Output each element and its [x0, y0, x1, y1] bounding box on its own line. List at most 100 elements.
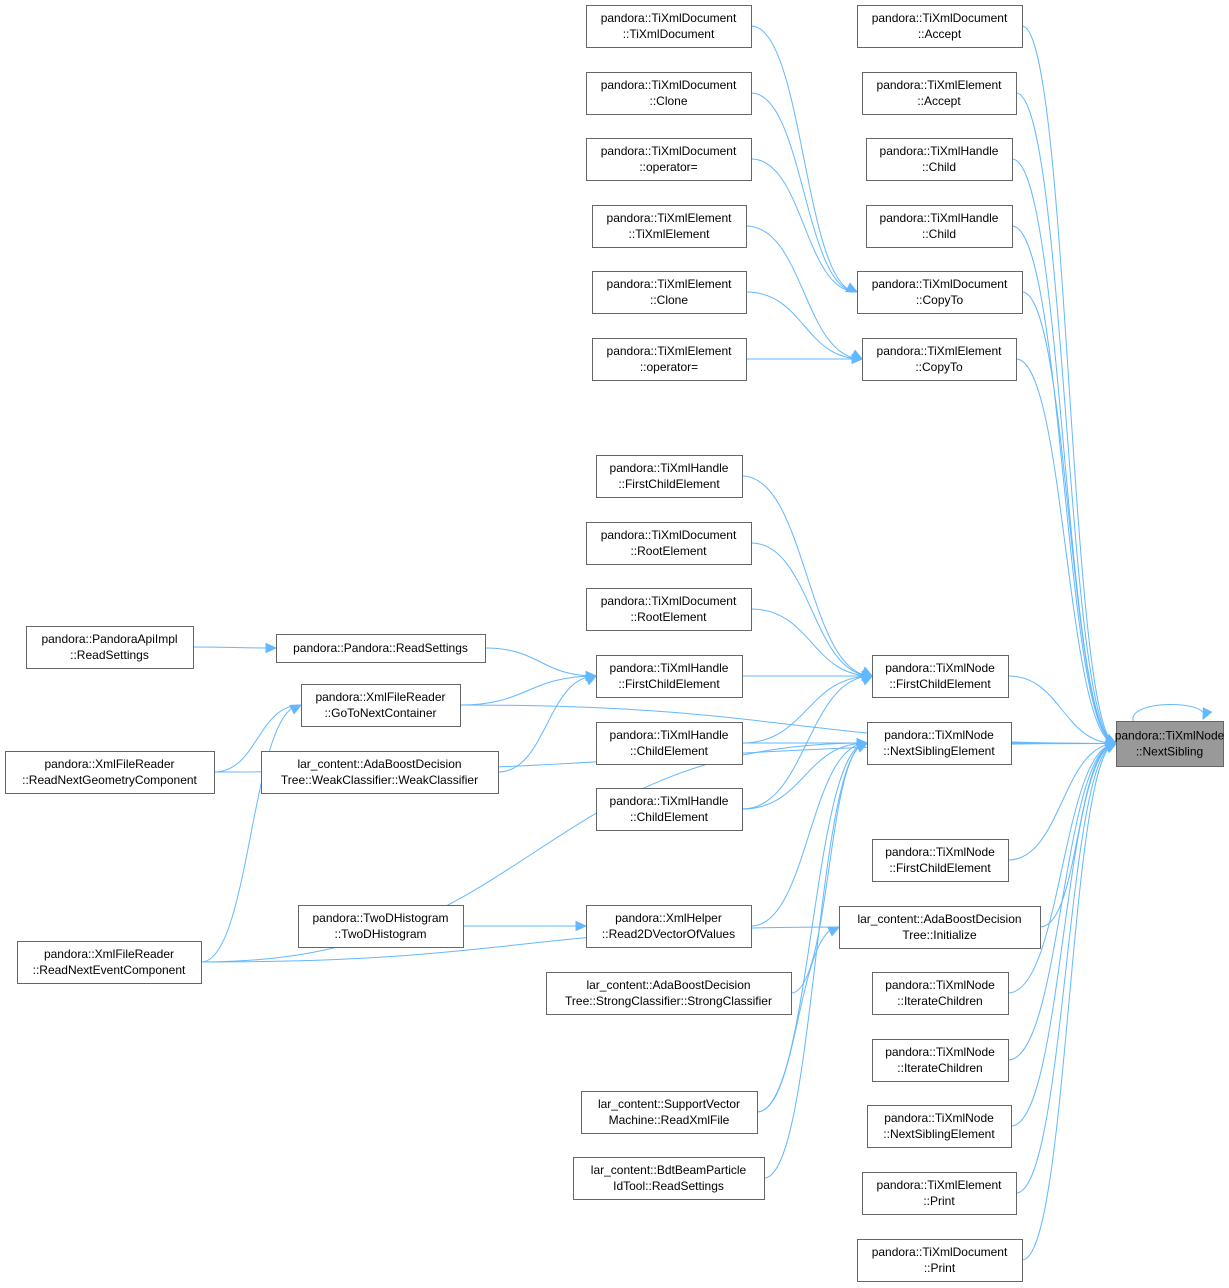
node-pandora-tixmlhandle-child[interactable]: pandora::TiXmlHandle::Child — [866, 138, 1013, 181]
node-pandora-tixmlhandle-firstchildelement[interactable]: pandora::TiXmlHandle::FirstChildElement — [596, 655, 743, 698]
edge-line — [200, 704, 302, 963]
edge-arrowhead — [1104, 742, 1118, 753]
node-label-line: ::Read2DVectorOfValues — [602, 927, 735, 941]
node-label-line: pandora::TiXmlNode — [884, 1111, 994, 1125]
node-pandora-tixmlelement-tixmlelement[interactable]: pandora::TiXmlElement::TiXmlElement — [592, 205, 747, 248]
node-pandora-tixmlelement-print[interactable]: pandora::TiXmlElement::Print — [862, 1172, 1017, 1215]
edge-arrowhead — [1202, 707, 1213, 721]
node-pandora-xmlfilereader-readnextgeometrycomponent[interactable]: pandora::XmlFileReader::ReadNextGeometry… — [5, 751, 215, 794]
node-pandora-tixmldocument-copyto[interactable]: pandora::TiXmlDocument::CopyTo — [857, 271, 1023, 314]
edge-n24-to-n13 — [741, 675, 874, 744]
node-lar-content-adaboostdecision-tree-weakclassifier-weakclassifier[interactable]: lar_content::AdaBoostDecisionTree::WeakC… — [261, 751, 499, 794]
edge-line — [750, 92, 858, 293]
edge-line — [741, 675, 873, 744]
node-pandora-tixmlelement-clone[interactable]: pandora::TiXmlElement::Clone — [592, 271, 747, 314]
edge-line — [741, 475, 873, 677]
node-pandora-tixmlhandle-childelement[interactable]: pandora::TiXmlHandle::ChildElement — [596, 788, 743, 831]
node-box — [867, 1105, 1012, 1148]
node-pandora-xmlfilereader-gotonextcontainer[interactable]: pandora::XmlFileReader::GoToNextContaine… — [301, 684, 461, 727]
node-pandora-pandoraapiimpl-readsettings[interactable]: pandora::PandoraApiImpl::ReadSettings — [26, 626, 194, 669]
node-label-line: ::RootElement — [630, 544, 707, 558]
node-pandora-tixmldocument-tixmldocument[interactable]: pandora::TiXmlDocument::TiXmlDocument — [586, 5, 752, 48]
node-label-line: pandora::TiXmlDocument — [601, 528, 737, 542]
node-label-line: pandora::XmlFileReader — [44, 947, 174, 961]
node-label-line: pandora::TiXmlDocument — [872, 11, 1008, 25]
edge-line — [1132, 704, 1205, 724]
edge-line — [213, 704, 302, 773]
node-label-line: ::NextSiblingElement — [883, 744, 995, 758]
edge-line — [1011, 158, 1117, 744]
node-label-line: ::ReadNextGeometryComponent — [22, 773, 197, 787]
node-pandora-tixmlnode-nextsibling[interactable]: pandora::TiXmlNode::NextSibling — [1115, 721, 1225, 767]
edge-n0-to-n0 — [1132, 704, 1213, 724]
edge-n6-to-n5 — [750, 25, 859, 293]
node-lar-content-bdtbeamparticle-idtool-readsettings[interactable]: lar_content::BdtBeamParticleIdTool::Read… — [573, 1157, 765, 1200]
edge-n3-to-n0 — [1011, 158, 1118, 745]
node-pandora-tixmlhandle-firstchildelement[interactable]: pandora::TiXmlHandle::FirstChildElement — [596, 455, 743, 498]
edge-line — [1007, 743, 1117, 1061]
node-label-line: ::ReadNextEventComponent — [33, 963, 186, 977]
node-box — [586, 138, 752, 181]
edge-n12-to-n9 — [746, 353, 864, 365]
edge-n28-to-n27 — [463, 920, 588, 932]
node-pandora-xmlfilereader-readnexteventcomponent[interactable]: pandora::XmlFileReader::ReadNextEventCom… — [17, 941, 202, 984]
node-label-line: pandora::TiXmlHandle — [610, 794, 729, 808]
node-pandora-pandora-readsettings[interactable]: pandora::Pandora::ReadSettings — [276, 634, 486, 663]
node-pandora-tixmlelement-copyto[interactable]: pandora::TiXmlElement::CopyTo — [862, 338, 1017, 381]
node-box — [546, 972, 792, 1015]
node-pandora-tixmlhandle-child[interactable]: pandora::TiXmlHandle::Child — [866, 205, 1013, 248]
node-pandora-tixmlnode-nextsiblingelement[interactable]: pandora::TiXmlNode::NextSiblingElement — [867, 1105, 1012, 1148]
node-label-line: pandora::TiXmlDocument — [872, 1245, 1008, 1259]
node-label-line: ::NextSibling — [1136, 745, 1203, 759]
node-pandora-tixmldocument-operator[interactable]: pandora::TiXmlDocument::operator= — [586, 138, 752, 181]
node-label-line: ::operator= — [639, 160, 697, 174]
node-box — [586, 5, 752, 48]
node-label-line: ::NextSiblingElement — [883, 1127, 995, 1141]
node-pandora-tixmlnode-iteratechildren[interactable]: pandora::TiXmlNode::IterateChildren — [872, 1039, 1009, 1082]
node-pandora-tixmlhandle-childelement[interactable]: pandora::TiXmlHandle::ChildElement — [596, 722, 743, 765]
node-box — [586, 588, 752, 631]
edge-arrowhead — [575, 920, 588, 932]
node-label-line: IdTool::ReadSettings — [613, 1179, 724, 1193]
edge-line — [1007, 743, 1117, 861]
edge-arrowhead — [860, 675, 874, 686]
node-box — [857, 1239, 1023, 1282]
node-pandora-tixmldocument-rootelement[interactable]: pandora::TiXmlDocument::RootElement — [586, 522, 752, 565]
node-box — [857, 5, 1023, 48]
node-pandora-tixmlnode-firstchildelement[interactable]: pandora::TiXmlNode::FirstChildElement — [872, 839, 1009, 882]
node-pandora-tixmlnode-iteratechildren[interactable]: pandora::TiXmlNode::IterateChildren — [872, 972, 1009, 1015]
node-label-line: pandora::TiXmlNode — [885, 661, 995, 675]
node-box — [857, 271, 1023, 314]
node-pandora-twodhistogram-twodhistogram[interactable]: pandora::TwoDHistogram::TwoDHistogram — [298, 905, 464, 948]
node-box — [581, 1091, 758, 1134]
node-box — [839, 906, 1041, 949]
node-box — [872, 1039, 1009, 1082]
node-pandora-tixmldocument-rootelement[interactable]: pandora::TiXmlDocument::RootElement — [586, 588, 752, 631]
node-box — [592, 205, 747, 248]
node-pandora-xmlhelper-read2dvectorofvalues[interactable]: pandora::XmlHelper::Read2DVectorOfValues — [586, 905, 752, 948]
node-pandora-tixmldocument-clone[interactable]: pandora::TiXmlDocument::Clone — [586, 72, 752, 115]
edge-line — [497, 675, 597, 773]
node-pandora-tixmlelement-accept[interactable]: pandora::TiXmlElement::Accept — [862, 72, 1017, 115]
edge-arrowhead — [289, 704, 303, 715]
node-box — [862, 338, 1017, 381]
node-pandora-tixmlnode-nextsiblingelement[interactable]: pandora::TiXmlNode::NextSiblingElement — [867, 722, 1012, 765]
node-lar-content-supportvector-machine-readxmlfile[interactable]: lar_content::SupportVectorMachine::ReadX… — [581, 1091, 758, 1134]
node-label-line: pandora::TiXmlHandle — [610, 661, 729, 675]
node-pandora-tixmldocument-print[interactable]: pandora::TiXmlDocument::Print — [857, 1239, 1023, 1282]
node-pandora-tixmlelement-operator[interactable]: pandora::TiXmlElement::operator= — [592, 338, 747, 381]
edge-n18-to-n17 — [484, 647, 598, 682]
node-lar-content-adaboostdecision-tree-initialize[interactable]: lar_content::AdaBoostDecisionTree::Initi… — [839, 906, 1041, 949]
node-pandora-tixmldocument-accept[interactable]: pandora::TiXmlDocument::Accept — [857, 5, 1023, 48]
node-box — [301, 684, 461, 727]
edge-line — [745, 291, 863, 360]
node-pandora-tixmlnode-firstchildelement[interactable]: pandora::TiXmlNode::FirstChildElement — [872, 655, 1009, 698]
node-lar-content-adaboostdecision-tree-strongclassifier-strongclassifier[interactable]: lar_content::AdaBoostDecisionTree::Stron… — [546, 972, 792, 1015]
edge-line — [1007, 675, 1117, 744]
node-label-line: ::IterateChildren — [897, 994, 982, 1008]
node-label-line: pandora::TiXmlHandle — [610, 728, 729, 742]
node-box — [596, 788, 743, 831]
node-label-line: ::ChildElement — [630, 744, 709, 758]
edge-n7-to-n5 — [750, 92, 859, 293]
